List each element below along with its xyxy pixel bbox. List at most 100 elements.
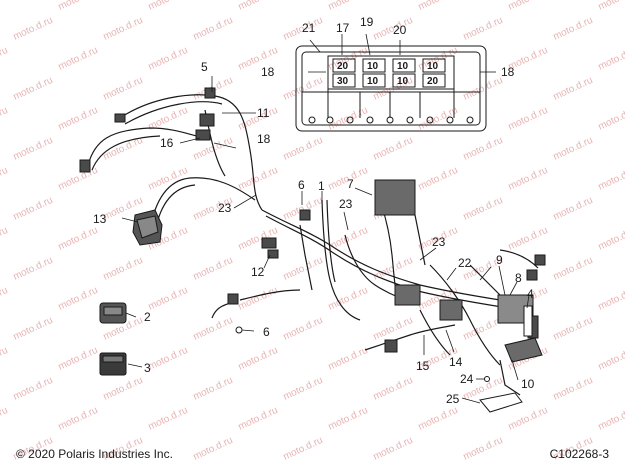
watermark-text: moto.d.ru [597, 225, 625, 253]
watermark-text: moto.d.ru [552, 15, 595, 43]
watermark-text: moto.d.ru [552, 75, 595, 103]
watermark-text: moto.d.ru [282, 375, 325, 403]
watermark-text: moto.d.ru [0, 285, 10, 313]
watermark-text: moto.d.ru [552, 255, 595, 283]
watermark-text: moto.d.ru [552, 375, 595, 403]
callout-5: 5 [201, 60, 208, 74]
copyright-text: © 2020 Polaris Industries Inc. [16, 447, 173, 461]
fuse-block-10 [504, 337, 543, 363]
callout-8: 8 [515, 271, 522, 285]
fuse-value: 10 [427, 61, 439, 72]
leader-lines [121, 33, 530, 404]
wiring-harness [87, 94, 539, 396]
watermark-text: moto.d.ru [192, 15, 235, 43]
callout-23: 23 [339, 197, 353, 211]
watermark-text: moto.d.ru [192, 255, 235, 283]
watermark-text: moto.d.ru [282, 135, 325, 163]
fuse-box-mounting-holes [308, 116, 474, 124]
watermark-text: moto.d.ru [597, 105, 625, 133]
watermark-text: moto.d.ru [282, 75, 325, 103]
watermark-text: moto.d.ru [57, 345, 100, 373]
watermark-text: moto.d.ru [12, 255, 55, 283]
callout-23: 23 [432, 235, 446, 249]
watermark-text: moto.d.ru [282, 315, 325, 343]
callout-18: 18 [257, 132, 271, 146]
fuse-box [295, 45, 487, 132]
callout-18: 18 [501, 65, 515, 79]
callout-22: 22 [458, 256, 472, 270]
watermark-text: moto.d.ru [597, 285, 625, 313]
fuse-value: 10 [367, 76, 379, 87]
watermark-text: moto.d.ru [12, 15, 55, 43]
watermark-text: moto.d.ru [0, 165, 10, 193]
watermark-text: moto.d.ru [462, 135, 505, 163]
watermark-text: moto.d.ru [372, 315, 415, 343]
watermark-text: moto.d.ru [372, 135, 415, 163]
watermark-text: moto.d.ru [237, 0, 280, 13]
callout-20: 20 [393, 23, 407, 37]
callout-16: 16 [160, 136, 174, 150]
watermark-text: moto.d.ru [597, 345, 625, 373]
watermark-text: moto.d.ru [372, 375, 415, 403]
watermark-text: moto.d.ru [462, 195, 505, 223]
watermark-text: moto.d.ru [462, 435, 505, 463]
watermark-text: moto.d.ru [237, 165, 280, 193]
watermark-text: moto.d.ru [462, 75, 505, 103]
fuse-values: 20 10 10 10 30 10 10 20 [337, 61, 439, 87]
watermark-text: moto.d.ru [57, 165, 100, 193]
watermark-text: moto.d.ru [12, 195, 55, 223]
watermark-text: moto.d.ru [192, 315, 235, 343]
watermark-text: moto.d.ru [507, 105, 550, 133]
watermark-text: moto.d.ru [12, 75, 55, 103]
watermark-text: moto.d.ru [237, 405, 280, 433]
callout-18: 18 [261, 65, 275, 79]
watermark-text: moto.d.ru [57, 45, 100, 73]
watermark-text: moto.d.ru [597, 165, 625, 193]
watermark-text: moto.d.ru [57, 0, 100, 13]
watermark-text: moto.d.ru [102, 375, 145, 403]
watermark-text: moto.d.ru [12, 315, 55, 343]
fuse-value: 30 [337, 76, 349, 87]
watermark-text: moto.d.ru [192, 435, 235, 463]
watermark-text: moto.d.ru [597, 0, 625, 13]
fuse-value: 20 [427, 76, 439, 87]
watermark-text: moto.d.ru [57, 405, 100, 433]
watermark-text: moto.d.ru [0, 225, 10, 253]
watermark-text: moto.d.ru [552, 315, 595, 343]
fuse-row-top [332, 58, 446, 73]
callout-19: 19 [360, 15, 374, 29]
watermark-text: moto.d.ru [507, 225, 550, 253]
watermark-text: moto.d.ru [237, 345, 280, 373]
relay-3 [99, 352, 127, 376]
diagram-id: C102268-3 [549, 447, 609, 461]
watermark-text: moto.d.ru [417, 0, 460, 13]
fuse-strip-4 [523, 305, 533, 337]
callout-6: 6 [263, 325, 270, 339]
callout-1: 1 [318, 179, 325, 193]
watermark-text: moto.d.ru [102, 15, 145, 43]
watermark-text: moto.d.ru [147, 45, 190, 73]
screw-24 [484, 376, 490, 382]
fuse-value: 10 [397, 61, 409, 72]
connector-2 [99, 302, 127, 324]
fuse-row-bottom [332, 73, 446, 88]
callout-17: 17 [336, 21, 350, 35]
watermark-text: moto.d.ru [462, 15, 505, 43]
watermark-text: moto.d.ru [417, 405, 460, 433]
watermark-text: moto.d.ru [597, 45, 625, 73]
watermark-text: moto.d.ru [327, 0, 370, 13]
watermark-text: moto.d.ru [102, 75, 145, 103]
callout-7: 7 [347, 177, 354, 191]
callout-2: 2 [144, 310, 151, 324]
callout-13: 13 [93, 212, 107, 226]
callout-9: 9 [496, 253, 503, 267]
callout-labels: 1 2 3 4 5 6 6 7 8 9 10 11 12 13 14 15 16… [93, 15, 535, 406]
watermark-text: moto.d.ru [0, 0, 10, 13]
callout-23: 23 [218, 201, 232, 215]
fuse-value: 10 [397, 76, 409, 87]
watermark-text: moto.d.ru [0, 345, 10, 373]
watermark-text: moto.d.ru [0, 405, 10, 433]
